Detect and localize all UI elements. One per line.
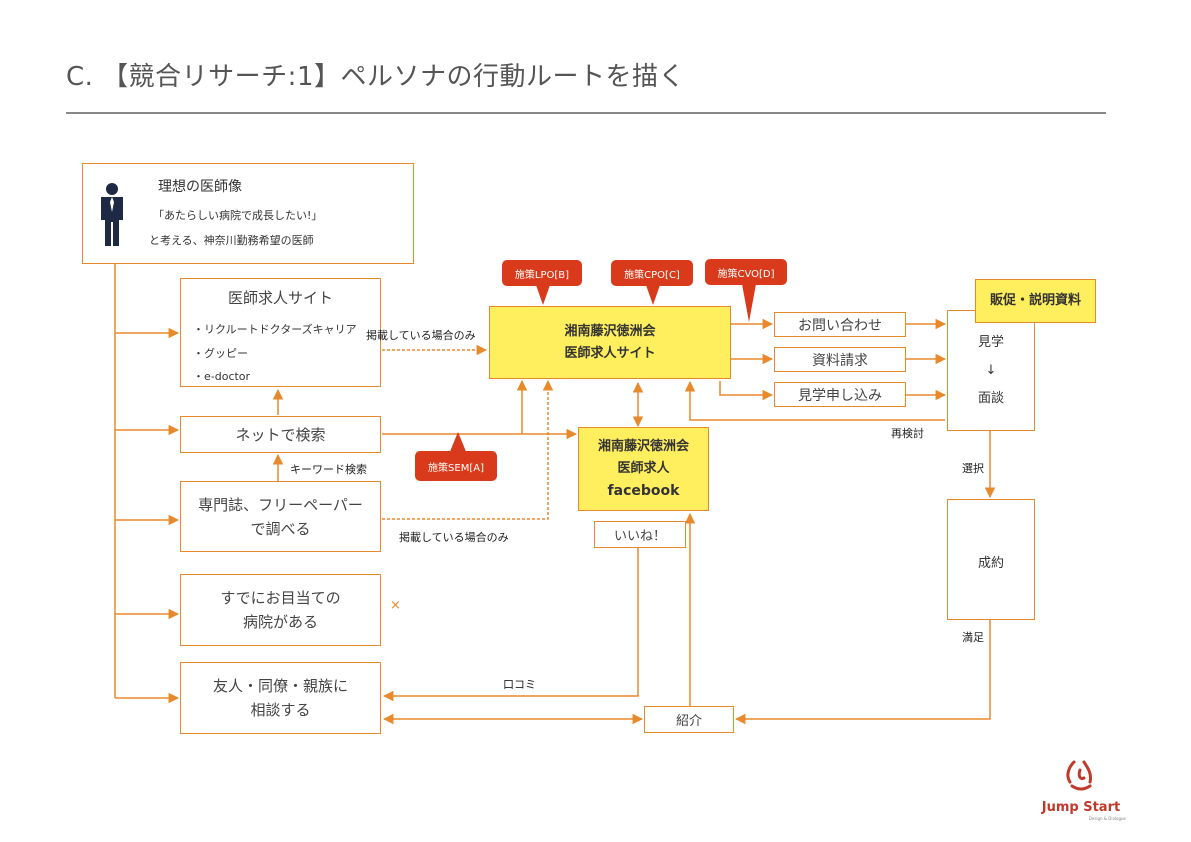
page-title: C. 【競合リサーチ:1】ペルソナの行動ルートを描く (66, 62, 685, 92)
callout-pointer (536, 285, 550, 305)
logo-text: Jump Start (1041, 800, 1121, 815)
measure-sem-label: 施策SEM[A] (428, 462, 484, 474)
measure-cvo-callout: 施策CVO[D] (705, 259, 787, 285)
already-target-box: すでにお目当ての 病院がある (180, 574, 381, 646)
persona-heading: 理想の医師像 (158, 179, 242, 195)
job-sites-title: 医師求人サイト (227, 289, 333, 307)
intro-label: 紹介 (675, 714, 702, 729)
facebook-line1: 湘南藤沢徳洲会 (597, 439, 689, 454)
main-recruit-site-box: 湘南藤沢徳洲会 医師求人サイト (489, 306, 731, 379)
logo-subtext: Design & Dialogue (1088, 816, 1126, 821)
job-site-item: ・グッピー (193, 347, 248, 360)
cross-mark: × (390, 598, 401, 613)
persona-box: 理想の医師像 「あたらしい病院で成長したい!」 と考える、神奈川勤務希望の医師 (82, 163, 414, 264)
facebook-box: 湘南藤沢徳洲会 医師求人 facebook (578, 427, 709, 511)
friends-box: 友人・同僚・親族に 相談する (180, 662, 381, 734)
magazine-box: 専門誌、フリーペーパー で調べる (180, 481, 381, 552)
job-site-item: ・リクルートドクターズキャリア (193, 323, 357, 336)
main-site-line1: 湘南藤沢徳洲会 (564, 323, 656, 339)
word-of-mouth-label: 口コミ (503, 678, 536, 691)
action-label: 見学申し込み (798, 387, 882, 404)
contract-box: 成約 (947, 499, 1035, 620)
friends-line2: 相談する (250, 701, 311, 719)
net-search-label: ネットで検索 (235, 425, 326, 444)
doctor-person-icon (101, 183, 123, 246)
sales-material-box: 販促・説明資料 (975, 279, 1096, 323)
main-site-line2: 医師求人サイト (564, 345, 656, 361)
already-line2: 病院がある (242, 613, 318, 631)
like-box: いいね！ (594, 521, 686, 548)
like-label: いいね！ (613, 529, 666, 544)
jump-start-logo: Jump Start Design & Dialogue (1036, 760, 1126, 830)
visit-interview-box: 見学 ↓ 面談 (947, 310, 1035, 431)
callout-pointer (646, 285, 660, 305)
listed-only-label: 掲載している場合のみ (399, 531, 509, 544)
measure-lpo-label: 施策LPO[B] (514, 269, 570, 281)
reconsider-label: 再検討 (891, 427, 924, 440)
facebook-line3: facebook (607, 483, 680, 499)
title-divider (66, 112, 1106, 114)
job-sites-box: 医師求人サイト ・リクルートドクターズキャリア ・グッピー ・e-doctor (180, 278, 381, 387)
magazine-line1: 専門誌、フリーペーパー (198, 495, 363, 514)
job-site-item: ・e-doctor (193, 370, 251, 383)
magazine-line2: で調べる (250, 519, 311, 538)
sales-material-label: 販促・説明資料 (989, 293, 1081, 308)
action-label: 資料請求 (812, 352, 868, 369)
measure-cpo-label: 施策CPO[C] (624, 269, 680, 281)
keyword-search-label: キーワード検索 (290, 463, 367, 476)
callout-pointer (742, 284, 756, 322)
measure-cvo-label: 施策CVO[D] (717, 268, 775, 280)
friends-line1: 友人・同僚・親族に (212, 677, 348, 695)
document-request-box: 資料請求 (774, 347, 906, 372)
persona-quote: 「あたらしい病院で成長したい!」 (153, 209, 323, 222)
down-arrow: ↓ (985, 362, 997, 378)
contract-label: 成約 (977, 556, 1004, 571)
visit-label: 見学 (977, 334, 1004, 350)
satisfied-label: 満足 (962, 631, 984, 644)
already-line1: すでにお目当ての (220, 589, 341, 607)
inquiry-box: お問い合わせ (774, 312, 906, 337)
action-label: お問い合わせ (798, 317, 882, 334)
visit-application-box: 見学申し込み (774, 382, 906, 407)
facebook-line2: 医師求人 (617, 461, 670, 476)
intro-box: 紹介 (644, 706, 734, 733)
measure-lpo-callout: 施策LPO[B] (502, 260, 582, 286)
measure-sem-callout: 施策SEM[A] (415, 451, 497, 481)
select-label: 選択 (962, 462, 984, 475)
measure-cpo-callout: 施策CPO[C] (611, 260, 693, 286)
jump-start-logo-mark (1066, 760, 1092, 791)
callout-pointer (449, 432, 467, 454)
listed-only-label: 掲載している場合のみ (366, 329, 476, 342)
net-search-box: ネットで検索 (180, 416, 381, 453)
persona-description: と考える、神奈川勤務希望の医師 (149, 234, 314, 247)
interview-label: 面談 (977, 390, 1004, 406)
